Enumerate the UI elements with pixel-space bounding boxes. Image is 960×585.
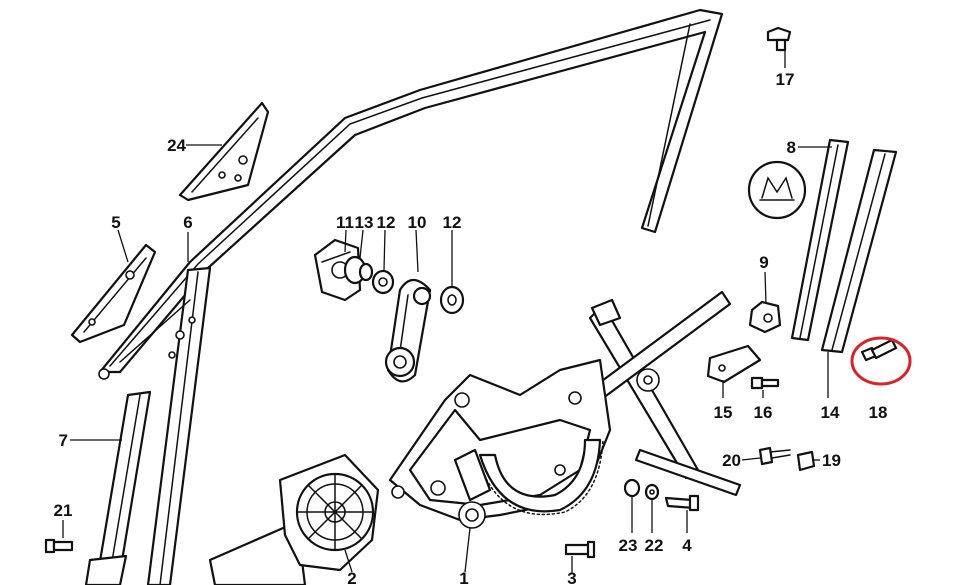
callout-24[interactable]: 24	[167, 136, 186, 155]
washer-22[interactable]	[644, 483, 660, 501]
triangle-cover-24[interactable]	[178, 101, 270, 202]
callout-17[interactable]: 17	[776, 70, 795, 89]
lower-channel[interactable]	[84, 390, 152, 585]
callout-3[interactable]: 3	[567, 569, 576, 585]
callout-11[interactable]: 11	[336, 213, 354, 232]
triangle-trim-5[interactable]	[70, 243, 157, 344]
callout-21[interactable]: 21	[54, 501, 73, 520]
bolt-4[interactable]	[664, 494, 700, 512]
callout-22[interactable]: 22	[645, 536, 664, 555]
bolt-21[interactable]	[44, 538, 74, 554]
callout-15[interactable]: 15	[714, 403, 733, 422]
bracket-15[interactable]	[706, 344, 762, 384]
callout-13[interactable]: 13	[355, 213, 374, 232]
nut-clip-19[interactable]	[796, 450, 816, 472]
bolt-18[interactable]	[860, 338, 898, 362]
callout-23[interactable]: 23	[619, 536, 638, 555]
callout-18[interactable]: 18	[869, 403, 888, 422]
callout-9[interactable]: 9	[759, 253, 768, 272]
leader-lines	[62, 50, 832, 574]
callout-12-left[interactable]: 12	[377, 213, 396, 232]
screw-20[interactable]	[758, 446, 791, 466]
callout-8[interactable]: 8	[787, 138, 796, 157]
clip-emblem	[747, 160, 807, 220]
callout-7[interactable]: 7	[59, 431, 68, 450]
callout-2[interactable]: 2	[347, 569, 356, 585]
callout-5[interactable]: 5	[111, 213, 120, 232]
bushing-12-right[interactable]	[439, 285, 465, 315]
callout-14[interactable]: 14	[821, 403, 840, 422]
drum-13[interactable]	[343, 255, 374, 285]
highlight-ring	[850, 336, 912, 386]
screw-17[interactable]	[766, 26, 792, 52]
pulley-bracket-11[interactable]	[313, 238, 362, 302]
clip-9[interactable]	[748, 300, 782, 334]
window-motor[interactable]	[208, 453, 380, 585]
callout-10[interactable]: 10	[408, 213, 427, 232]
window-frame[interactable]	[98, 8, 724, 585]
bolt-16[interactable]	[750, 376, 780, 390]
callout-19[interactable]: 19	[822, 451, 841, 470]
cable-belt-10[interactable]	[384, 278, 432, 383]
callout-1[interactable]: 1	[459, 569, 468, 585]
callout-4[interactable]: 4	[682, 536, 692, 555]
callout-16[interactable]: 16	[754, 403, 773, 422]
callout-12-right[interactable]: 12	[443, 213, 462, 232]
window-regulator[interactable]	[388, 290, 742, 529]
guide-rail-14[interactable]	[820, 148, 898, 354]
guide-rail-8[interactable]	[790, 138, 850, 342]
washer-12-left[interactable]	[371, 269, 395, 295]
callout-20[interactable]: 20	[722, 451, 741, 470]
callout-6[interactable]: 6	[183, 213, 192, 232]
nut-23[interactable]	[623, 478, 641, 498]
callouts: 17 24 8 5 6 11 13 12 10 12 9 7 15 16 14 …	[54, 70, 888, 585]
bolt-3[interactable]	[564, 540, 596, 559]
